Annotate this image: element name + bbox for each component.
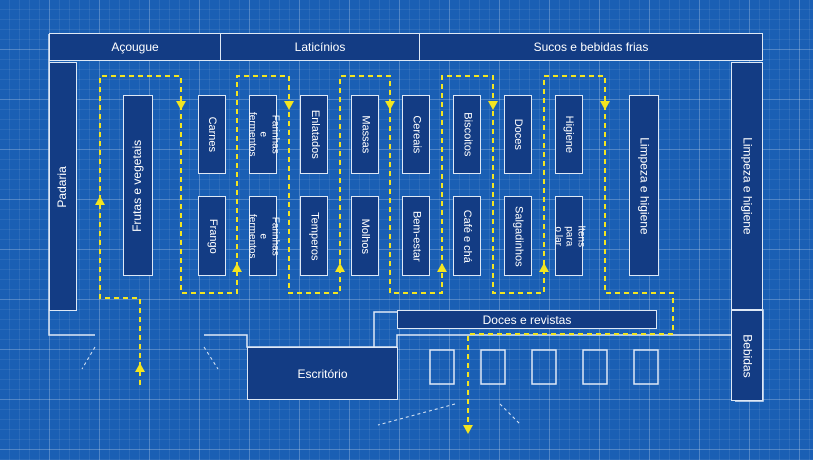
aisle-cafe-cha: Café e chá	[453, 196, 481, 276]
aisle-enlatados: Enlatados	[300, 95, 328, 174]
aisle-massas: Massas	[351, 95, 379, 174]
aisle-frango: Frango	[198, 196, 226, 276]
arrow-down	[488, 101, 498, 110]
section-padaria: Padaria	[49, 62, 77, 311]
arrow-up	[232, 263, 242, 272]
arrow-up	[335, 263, 345, 272]
aisle-salgadinhos: Salgadinhos	[504, 196, 532, 276]
section-sucos: Sucos e bebidas frias	[419, 33, 763, 61]
aisle-limpeza-higiene: Limpeza e higiene	[629, 95, 659, 276]
aisle-doces: Doces	[504, 95, 532, 174]
section-acougue: Açougue	[49, 33, 221, 61]
section-limpeza-higiene: Limpeza e higiene	[731, 62, 763, 310]
door-swing-lines	[81, 346, 522, 426]
aisle-farinhas-top: Farinhas e fermentos	[246, 95, 280, 174]
aisle-molhos: Molhos	[351, 196, 379, 276]
aisle-itens-lar: Itens para o lar	[552, 196, 586, 276]
arrow-down	[284, 101, 294, 110]
aisle-biscoitos: Biscoitos	[453, 95, 481, 174]
arrow-down	[600, 101, 610, 110]
aisle-cereais: Cereais	[402, 95, 430, 174]
section-frutas-vegetais: Frutas e vegetais	[123, 95, 153, 276]
arrow-up	[539, 263, 549, 272]
aisle-farinhas-bottom: Farinhas e fermentos	[246, 196, 280, 276]
aisle-higiene: Higiene	[555, 95, 583, 174]
section-doces-revistas-label: Doces e revistas	[482, 312, 572, 327]
aisle-bem-estar: Bem-estar	[402, 196, 430, 276]
section-bebidas: Bebidas	[731, 310, 763, 401]
section-sucos-label: Sucos e bebidas frias	[533, 40, 649, 54]
arrow-up	[135, 363, 145, 372]
arrow-up	[95, 196, 105, 205]
section-laticinios: Laticínios	[220, 33, 420, 61]
arrow-down	[176, 101, 186, 110]
section-doces-revistas: Doces e revistas	[397, 310, 657, 329]
section-escritorio-label: Escritório	[297, 366, 348, 381]
section-acougue-label: Açougue	[111, 40, 159, 54]
path-arrows	[95, 101, 610, 434]
arrow-down	[463, 425, 473, 434]
section-laticinios-label: Laticínios	[294, 40, 346, 54]
section-escritorio: Escritório	[247, 347, 398, 400]
arrow-down	[385, 101, 395, 110]
checkout-counters	[429, 349, 659, 385]
arrow-up	[437, 263, 447, 272]
aisle-carnes: Carnes	[198, 95, 226, 174]
aisle-temperos: Temperos	[300, 196, 328, 276]
